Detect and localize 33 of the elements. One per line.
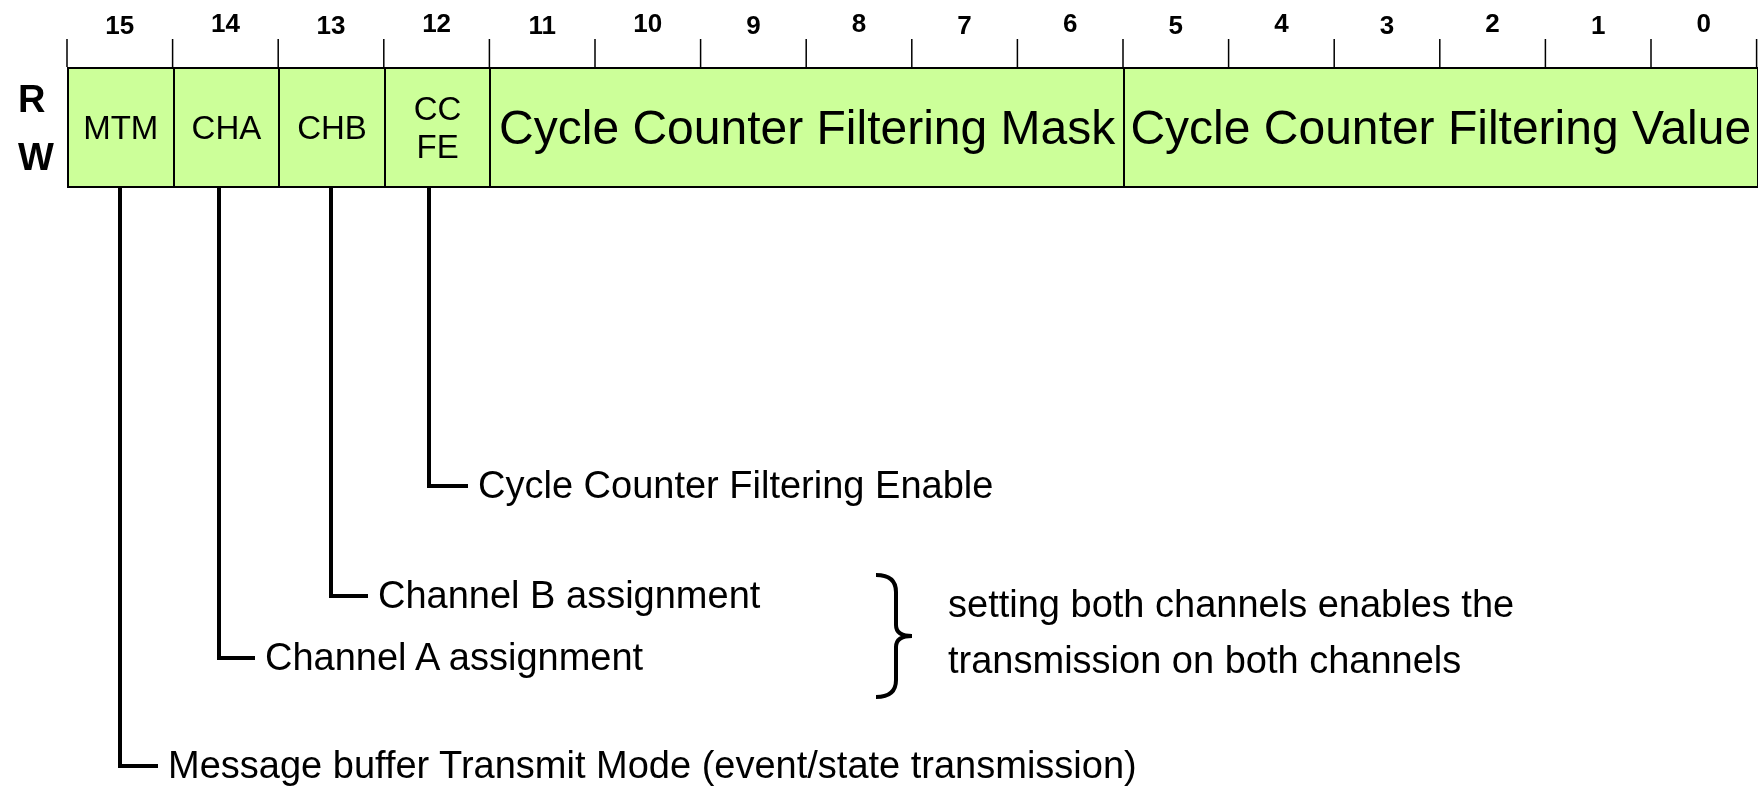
access-type: W	[18, 138, 54, 176]
bit-number: 4	[1273, 10, 1290, 36]
leader-line	[427, 188, 468, 488]
leader-line	[118, 188, 158, 768]
field-description: Channel B assignment	[378, 576, 761, 614]
bit-number: 9	[745, 12, 762, 38]
bit-number: 5	[1167, 12, 1185, 38]
bit-number: 2	[1484, 10, 1501, 36]
bit-number: 12	[421, 10, 453, 36]
bit-number: 13	[315, 12, 347, 38]
bit-number: 6	[1061, 10, 1079, 36]
bit-number: 7	[956, 12, 973, 38]
field-description: Channel A assignment	[265, 638, 644, 676]
bit-number: 0	[1695, 10, 1713, 36]
bit-number: 10	[632, 10, 664, 36]
register-field: CHB	[278, 67, 386, 188]
access-type: R	[18, 80, 46, 118]
register-field: Cycle Counter Filtering Value	[1123, 67, 1758, 188]
note-text: setting both channels enables the transmission on both channels	[948, 582, 1516, 683]
bit-number: 15	[104, 12, 136, 38]
register-field: Cycle Counter Filtering Mask	[489, 67, 1125, 188]
leader-line	[329, 188, 368, 598]
bit-number: 8	[850, 10, 868, 36]
register-field: MTM	[67, 67, 175, 188]
bit-number: 11	[527, 12, 557, 38]
register-field: CHA	[172, 67, 281, 188]
bit-number: 3	[1378, 12, 1396, 38]
field-description: Cycle Counter Filtering Enable	[478, 466, 994, 504]
leader-line	[217, 188, 255, 660]
field-description: Message buffer Transmit Mode (event/state transmission)	[168, 746, 1137, 784]
bit-number: 14	[209, 10, 241, 36]
bit-number: 1	[1589, 12, 1607, 38]
register-field: CC FE	[383, 67, 492, 188]
